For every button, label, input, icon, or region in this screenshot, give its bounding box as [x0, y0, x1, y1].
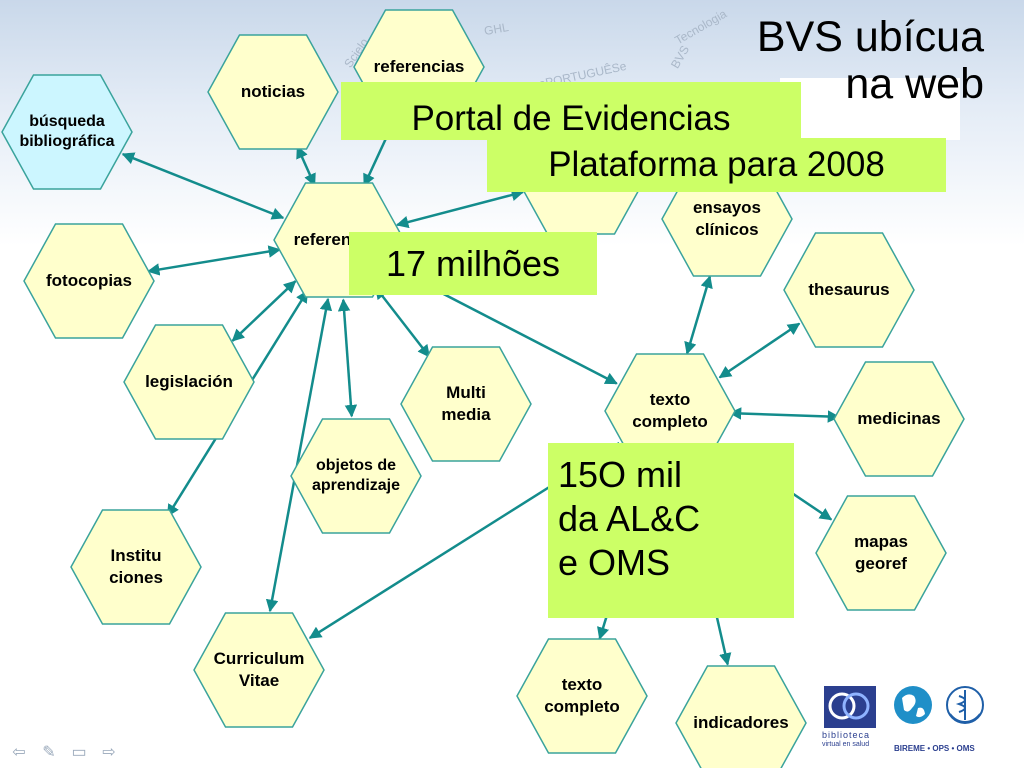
edge-referencias-center-hidden-top: [395, 188, 525, 229]
node-curriculum: Curriculum Vitae: [192, 611, 326, 729]
hexagon-shape: [400, 346, 532, 462]
node-thesaurus: thesaurus: [782, 231, 916, 349]
node-fotocopias: fotocopias: [22, 222, 156, 340]
node-label: texto completo: [632, 390, 708, 431]
node-texto-mid: texto completo: [603, 352, 737, 470]
pen-icon[interactable]: ✎: [42, 744, 56, 761]
node-label: Multi media: [441, 383, 491, 424]
slide-navigation: ⇦ ✎ ▭ ⇨: [8, 742, 120, 762]
hexagon-shape: [193, 612, 325, 728]
hexagon-shape: [23, 223, 155, 339]
node-instituciones: Institu ciones: [69, 508, 203, 626]
hexagon-shape: [290, 418, 422, 534]
node-label: legislación: [145, 372, 233, 392]
bvs-logo-text: biblioteca: [822, 730, 871, 740]
node-label: Curriculum Vitae: [213, 649, 305, 690]
node-busqueda: búsqueda bibliográfica: [0, 73, 134, 191]
edge-referencias-center-objetos: [337, 298, 358, 418]
bireme-caption: BIREME • OPS • OMS: [894, 744, 975, 753]
node-texto-bottom: texto completo: [515, 637, 649, 755]
edge-referencias-center-busqueda: [121, 152, 285, 220]
arrow-right-icon[interactable]: ⇨: [102, 744, 116, 761]
overlay-plataforma: Plataforma para 2008: [487, 138, 946, 192]
edge-referencias-center-multimedia: [374, 286, 431, 358]
node-label: thesaurus: [808, 280, 890, 300]
node-legislacion: legislación: [122, 323, 256, 441]
hexagon-shape: [516, 638, 648, 754]
hexagon-shape: [1, 74, 133, 190]
node-indicadores: indicadores: [674, 664, 808, 768]
node-label: indicadores: [693, 713, 789, 733]
slide-title: BVS ubícua na web: [756, 13, 984, 109]
node-label: Institu ciones: [109, 546, 163, 587]
globe-icon: [894, 686, 932, 724]
hexagon-shape: [833, 361, 965, 477]
bvs-logo-icon: [824, 686, 876, 728]
who-emblem-icon: [946, 686, 984, 724]
node-label: noticias: [240, 82, 306, 102]
node-noticias: noticias: [206, 33, 340, 151]
node-objetos: objetos de aprendizaje: [289, 417, 423, 535]
title-backdrop: [780, 78, 960, 140]
menu-icon[interactable]: ▭: [71, 744, 87, 761]
node-label: referencias: [373, 57, 465, 77]
node-label: medicinas: [857, 409, 941, 429]
hexagon-shape: [815, 495, 947, 611]
arrow-left-icon[interactable]: ⇦: [12, 744, 26, 761]
hexagon-shape: [70, 509, 202, 625]
node-label: objetos de aprendizaje: [311, 456, 401, 494]
edge-referencias-center-curriculum: [265, 297, 333, 613]
node-multimedia: Multi media: [399, 345, 533, 463]
edge-referencias-center-fotocopias: [146, 245, 282, 276]
hexagon-shape: [783, 232, 915, 348]
overlay-milhoes: 17 milhões: [349, 232, 597, 295]
node-label: mapas georef: [854, 532, 908, 573]
node-medicinas: medicinas: [832, 360, 966, 478]
edge-referencias-center-noticias: [296, 145, 316, 187]
logos: biblioteca virtual en salud BIREME • OPS…: [822, 684, 1022, 764]
node-label: fotocopias: [46, 271, 132, 291]
edge-texto-mid-medicinas: [728, 407, 841, 423]
edge-texto-mid-ensayos: [684, 275, 713, 355]
edge-texto-mid-thesaurus: [718, 322, 801, 379]
node-label: ensayos clínicos: [692, 198, 762, 239]
overlay-portal: Portal de Evidencias: [341, 82, 801, 140]
node-label: búsqueda bibliográfica: [19, 112, 115, 150]
hexagon-shape: [123, 324, 255, 440]
node-label: texto completo: [544, 675, 620, 716]
hexagon-shape: [207, 34, 339, 150]
node-mapas: mapas georef: [814, 494, 948, 612]
bvs-logo-subtext: virtual en salud: [822, 741, 870, 748]
hexagon-shape: [675, 665, 807, 768]
overlay-mil: 15O mil da AL&C e OMS: [548, 443, 794, 618]
